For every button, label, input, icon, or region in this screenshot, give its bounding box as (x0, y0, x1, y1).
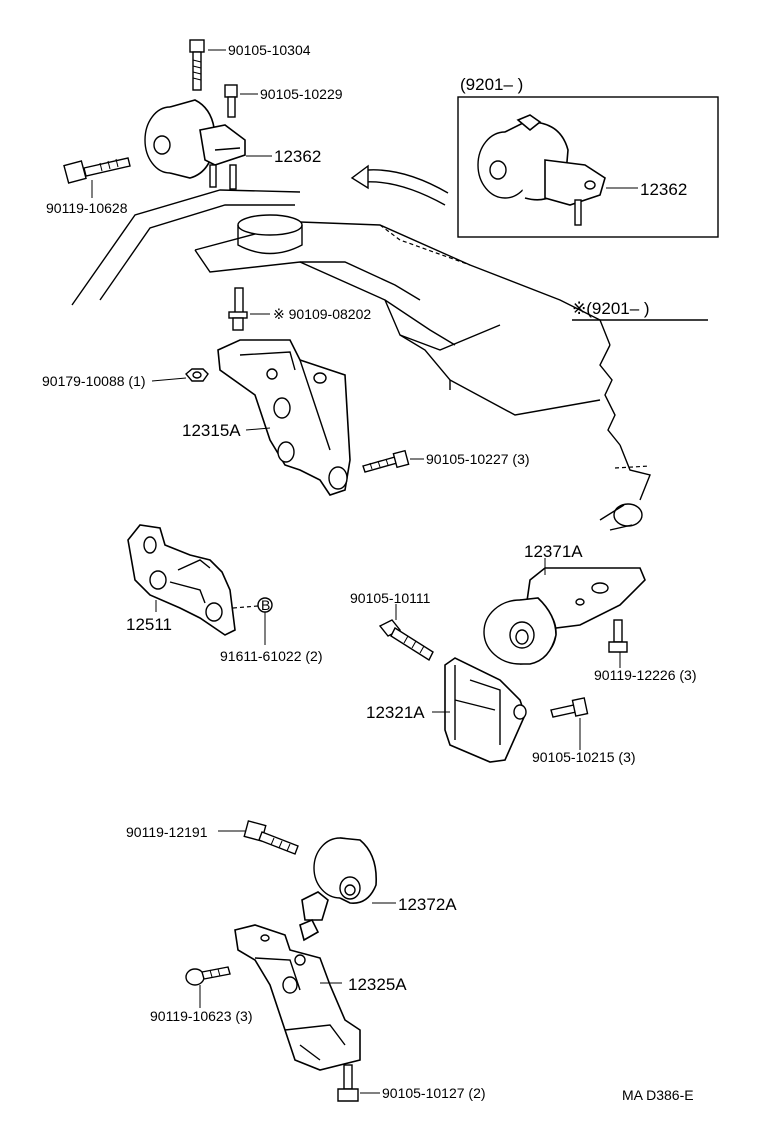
mount-12372A (243, 820, 377, 942)
label-note-date: ※(9201– ) (572, 299, 650, 318)
label-12315A: 12315A (182, 421, 241, 440)
label-inset-date: (9201– ) (460, 75, 523, 94)
bracket-12325A (185, 924, 361, 1102)
part-labels: 90105-10304 90105-10229 12362 90119-1062… (42, 42, 696, 1103)
label-12511: 12511 (126, 615, 172, 634)
label-90119-12191: 90119-12191 (126, 824, 208, 840)
label-12362-main: 12362 (274, 147, 321, 166)
arrow-to-inset-icon (350, 164, 449, 206)
label-12362-inset: 12362 (640, 180, 687, 199)
label-90119-10628: 90119-10628 (46, 200, 128, 216)
label-12321A: 12321A (366, 703, 425, 722)
label-diagram-code: MA D386-E (622, 1087, 694, 1103)
label-90105-10111: 90105-10111 (350, 590, 431, 606)
label-90179-10088: 90179-10088 (1) (42, 373, 146, 389)
bracket-12511 (127, 524, 273, 636)
label-91611-61022: 91611-61022 (2) (220, 648, 322, 664)
label-90105-10215: 90105-10215 (3) (532, 749, 636, 765)
label-12372A: 12372A (398, 895, 457, 914)
inset-panel (457, 96, 719, 238)
label-90119-12226: 90119-12226 (3) (594, 667, 696, 683)
mount-12371A (483, 567, 646, 665)
label-90105-10304: 90105-10304 (228, 42, 311, 58)
engine-mount-12362 (63, 39, 246, 190)
label-b-marker: B (261, 597, 270, 613)
label-90105-10127: 90105-10127 (2) (382, 1085, 486, 1101)
label-90105-10227: 90105-10227 (3) (426, 451, 530, 467)
bracket-12321A (378, 619, 589, 763)
label-12325A: 12325A (348, 975, 407, 994)
engine-outline (71, 189, 651, 531)
label-90105-10229: 90105-10229 (260, 86, 343, 102)
label-90119-10623: 90119-10623 (3) (150, 1008, 252, 1024)
label-12371A: 12371A (524, 542, 583, 561)
label-90109-08202: ※ 90109-08202 (273, 306, 371, 322)
bracket-12315A (185, 287, 410, 496)
leader-lines (91, 49, 638, 1094)
